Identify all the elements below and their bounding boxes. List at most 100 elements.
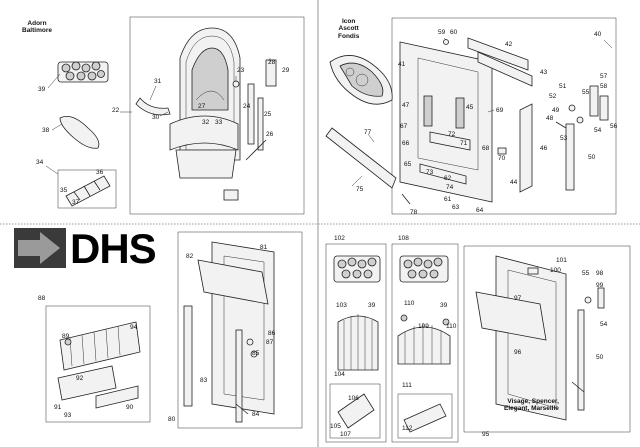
callout: 39 (440, 302, 448, 309)
callout: 40 (594, 31, 602, 38)
callout: 34 (36, 159, 44, 166)
callout: 96 (514, 349, 522, 356)
callout: 32 (202, 119, 210, 126)
clip-59 (443, 39, 449, 45)
callout: 63 (452, 204, 460, 211)
canopy-97 (475, 291, 547, 341)
right-parts-84-87 (235, 329, 258, 423)
callout: 54 (600, 321, 608, 328)
callout: 66 (402, 140, 410, 147)
callout: 95 (482, 431, 490, 438)
bracket-31 (135, 97, 171, 116)
callout: 50 (588, 154, 596, 161)
log-38 (59, 115, 100, 149)
side-panel-44 (519, 103, 533, 193)
fret-92 (57, 365, 117, 401)
callout: 77 (364, 129, 372, 136)
callout: 86 (268, 330, 276, 337)
callout: 51 (559, 83, 567, 90)
callout: 82 (186, 253, 194, 260)
leaders-top-left (45, 58, 271, 175)
callout: 100 (550, 267, 561, 274)
callout: 39 (368, 302, 376, 309)
frame-bottom-left (177, 231, 303, 429)
callout: 47 (402, 102, 410, 109)
fret-90 (95, 385, 139, 409)
callout: 45 (466, 104, 474, 111)
canopy-82 (197, 259, 269, 305)
callout: 90 (126, 404, 134, 411)
clip-70 (497, 147, 507, 155)
bar-24 (247, 83, 255, 145)
callout: 78 (410, 209, 418, 216)
callout: 91 (54, 404, 62, 411)
callout: 92 (76, 375, 84, 382)
surround-95 (495, 255, 567, 421)
callout: 109 (418, 323, 429, 330)
fret-75 (325, 127, 397, 189)
screw-78 (401, 193, 411, 205)
callout: 72 (448, 131, 456, 138)
frame-bottom-right (463, 245, 631, 433)
right-parts-96-101 (527, 267, 605, 411)
callout: 50 (596, 354, 604, 361)
callout: 108 (398, 235, 409, 242)
logo-text: DHS (70, 225, 157, 272)
callout: 110 (446, 323, 457, 330)
callout: 88 (38, 295, 46, 302)
grate-103 (337, 314, 379, 371)
callout: 98 (596, 270, 604, 277)
callout: 71 (460, 140, 468, 147)
callout: 103 (336, 302, 347, 309)
rod-26 (245, 139, 267, 161)
callout: 105 (330, 423, 341, 430)
frame-top-left (129, 16, 305, 215)
front-frame-41 (399, 41, 493, 203)
rail-42 (467, 37, 529, 71)
callout: 74 (446, 184, 454, 191)
fret-106 (337, 393, 375, 429)
bracket-28 (265, 59, 277, 87)
callout: 83 (200, 377, 208, 384)
callout: 33 (215, 119, 223, 126)
callout: 43 (540, 69, 548, 76)
callout: 101 (556, 257, 567, 264)
callout: 24 (243, 103, 251, 110)
bar-25 (257, 97, 264, 151)
callout: 42 (505, 41, 513, 48)
callout: 48 (546, 115, 554, 122)
callout: 70 (498, 155, 506, 162)
right-bracket-assembly (555, 85, 609, 191)
callout: 97 (514, 295, 522, 302)
rail-43 (477, 51, 533, 87)
callout: 38 (42, 127, 50, 134)
frame-top-right (391, 17, 617, 215)
callout: 46 (540, 145, 548, 152)
callout: 56 (610, 123, 618, 130)
callout: 55 (582, 270, 590, 277)
callout: 85 (252, 350, 260, 357)
callout: 27 (198, 103, 206, 110)
frame-111 (397, 393, 453, 439)
fret-112 (403, 403, 447, 433)
dhs-logo: DHS (14, 226, 182, 272)
basket-89 (59, 321, 141, 371)
log-set-77 (329, 55, 393, 105)
logo-arrow-icon (14, 228, 66, 268)
callout: 111 (402, 382, 412, 389)
callout: 44 (510, 179, 518, 186)
callout: 84 (252, 411, 260, 418)
callout: 89 (62, 333, 70, 340)
side-bar-83 (183, 305, 193, 407)
frame-104 (329, 383, 381, 439)
callout: 65 (404, 161, 412, 168)
callout: 28 (268, 59, 276, 66)
callout: 73 (426, 169, 434, 176)
callout: 53 (560, 135, 568, 142)
callout: 52 (549, 93, 557, 100)
callout: 22 (112, 107, 120, 114)
callout: 75 (356, 186, 364, 193)
callout: 35 (60, 187, 68, 194)
callout: 94 (130, 324, 138, 331)
